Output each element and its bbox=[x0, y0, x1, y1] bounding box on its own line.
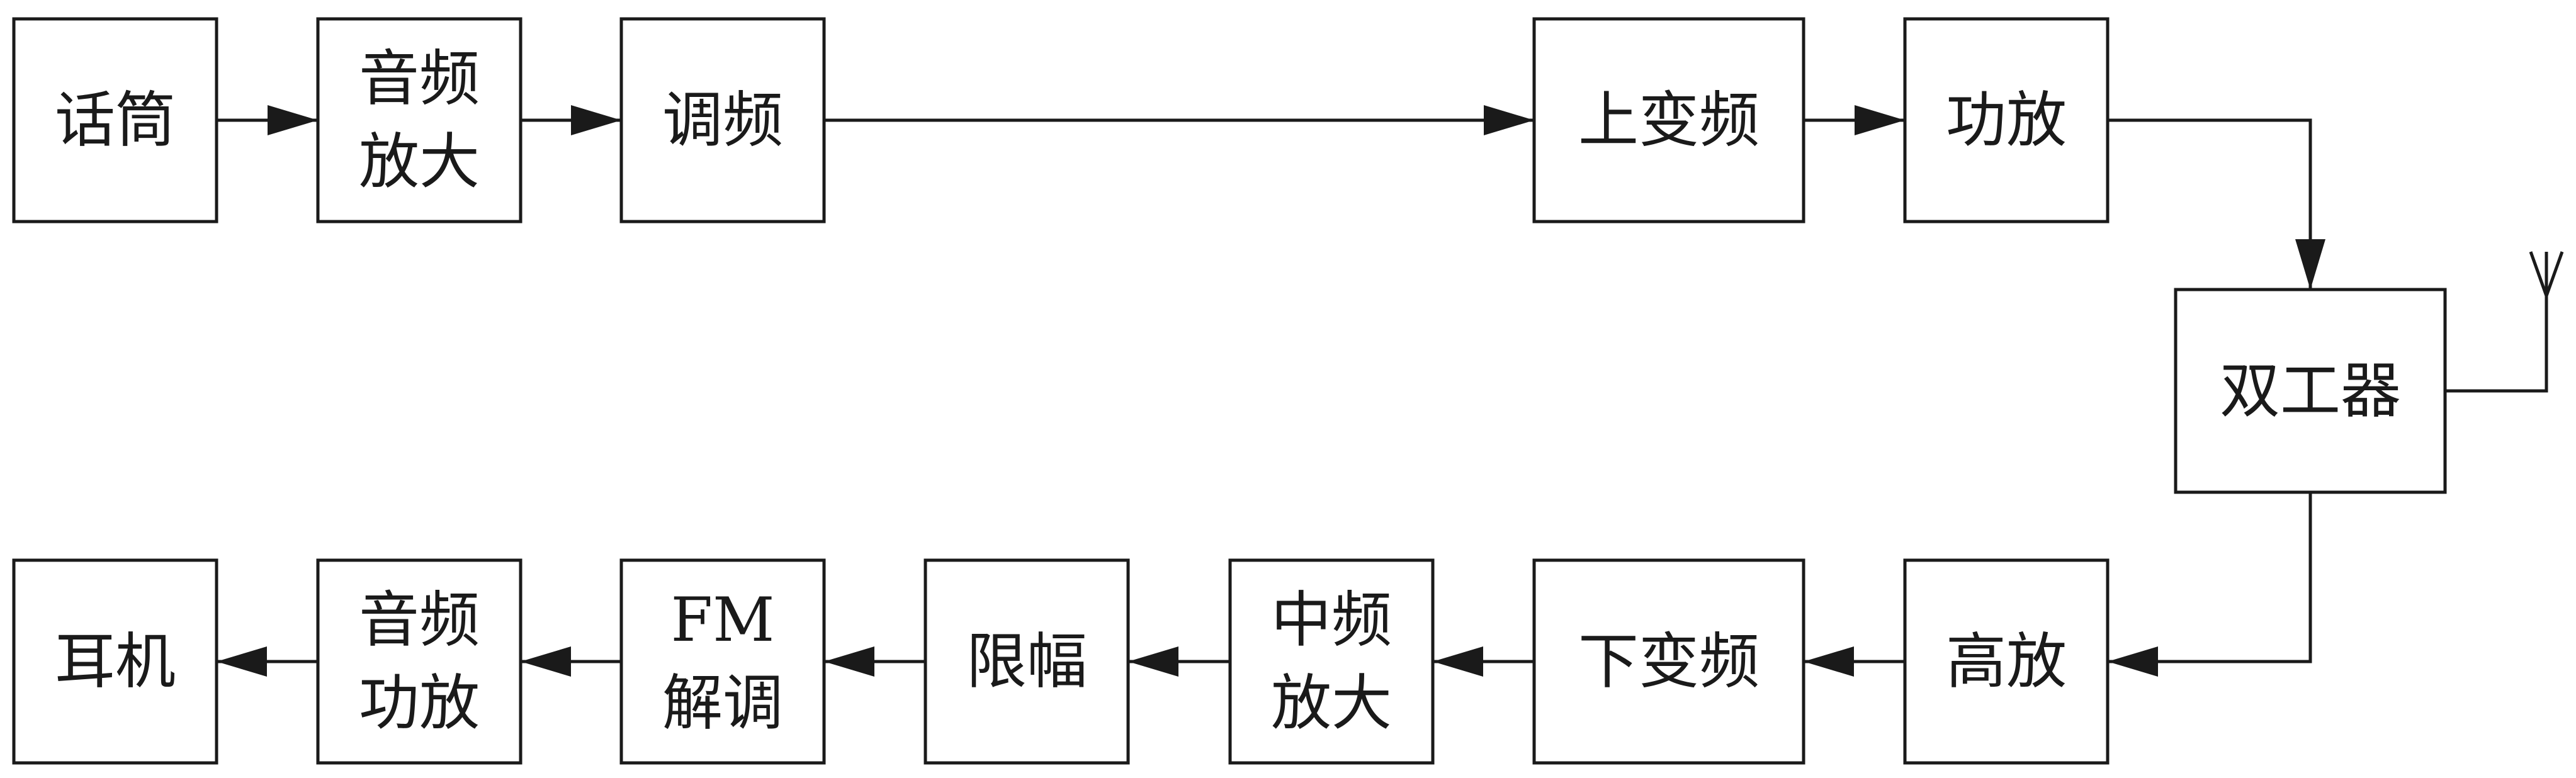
block-upconverter-label: 上变频 bbox=[1578, 85, 1760, 155]
block-if-amp-label-2: 放大 bbox=[1271, 668, 1392, 738]
block-fm-demod-label-1: FM bbox=[671, 585, 775, 655]
block-audio-amp-tx-label-1: 音频 bbox=[359, 43, 480, 114]
block-upconverter: 上变频 bbox=[1532, 17, 1805, 223]
block-earphone-label: 耳机 bbox=[55, 626, 176, 697]
block-power-amp-label: 功放 bbox=[1946, 85, 2067, 155]
arrow-duplexer-to-lna bbox=[2108, 492, 2312, 677]
block-earphone: 耳机 bbox=[12, 558, 218, 765]
block-modulator: 调频 bbox=[619, 17, 826, 223]
arrow-power-amp-to-duplexer bbox=[2108, 118, 2325, 290]
block-fm-demod: FM 解调 bbox=[619, 558, 826, 765]
block-downconverter-label: 下变频 bbox=[1578, 626, 1760, 697]
antenna-icon bbox=[2529, 251, 2564, 296]
block-lna-label: 高放 bbox=[1946, 626, 2067, 697]
block-power-amp: 功放 bbox=[1903, 17, 2110, 223]
block-audio-pa-rx-label-2: 功放 bbox=[359, 668, 480, 738]
block-duplexer-label: 双工器 bbox=[2220, 356, 2401, 426]
block-modulator-label: 调频 bbox=[662, 85, 783, 155]
block-mic: 话筒 bbox=[12, 17, 218, 223]
block-audio-pa-rx-label-1: 音频 bbox=[359, 585, 480, 655]
block-if-amp-label-1: 中频 bbox=[1271, 585, 1392, 655]
block-fm-demod-label-2: 解调 bbox=[662, 668, 783, 738]
block-lna: 高放 bbox=[1903, 558, 2110, 765]
block-if-amp: 中频 放大 bbox=[1228, 558, 1435, 765]
block-audio-amp-tx-label-2: 放大 bbox=[359, 127, 480, 197]
block-limiter-label: 限幅 bbox=[966, 626, 1087, 697]
block-mic-label: 话筒 bbox=[55, 85, 176, 155]
antenna-feed-line bbox=[2445, 252, 2548, 393]
block-audio-pa-rx: 音频 功放 bbox=[316, 558, 523, 765]
block-duplexer: 双工器 bbox=[2174, 288, 2447, 494]
block-limiter: 限幅 bbox=[924, 558, 1130, 765]
block-downconverter: 下变频 bbox=[1532, 558, 1805, 765]
block-audio-amp-tx: 音频 放大 bbox=[316, 17, 523, 223]
